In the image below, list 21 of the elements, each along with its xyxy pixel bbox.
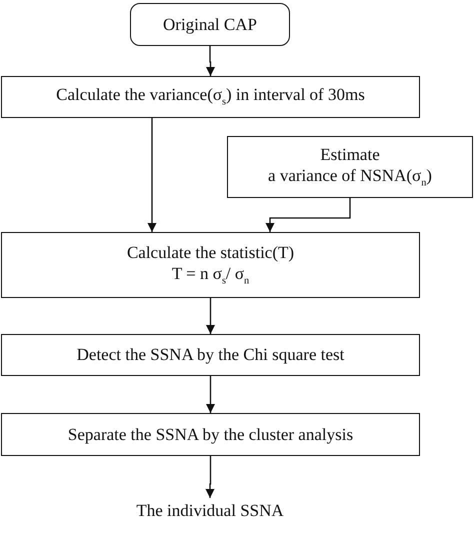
step-text: a variance of NSNA(σ$_{n}$) [268, 165, 432, 190]
process-box [227, 136, 473, 198]
step-text: Calculate the variance(σ$_{s}$) in interval of 30ms [56, 84, 365, 110]
arrow [206, 46, 215, 76]
step-text: T = n σ$_{s}$/ σ$_{n}$ [172, 263, 250, 288]
step-text: Estimate [320, 144, 380, 166]
step-text: Separate the SSNA by the cluster analysis [68, 424, 354, 446]
process-box [1, 334, 420, 376]
process-box [1, 232, 420, 298]
process-box [1, 76, 420, 118]
process-box [1, 413, 420, 456]
arrow [266, 198, 351, 232]
step-text: Original CAP [163, 14, 257, 36]
arrow [206, 298, 215, 334]
output-label: The individual SSNA [136, 500, 284, 522]
step-text: Detect the SSNA by the Chi square test [76, 344, 344, 366]
arrow [148, 118, 156, 232]
start-box [130, 3, 290, 46]
step-text: Calculate the statistic(T) [126, 242, 294, 264]
arrow [206, 456, 214, 498]
arrow [206, 376, 215, 413]
